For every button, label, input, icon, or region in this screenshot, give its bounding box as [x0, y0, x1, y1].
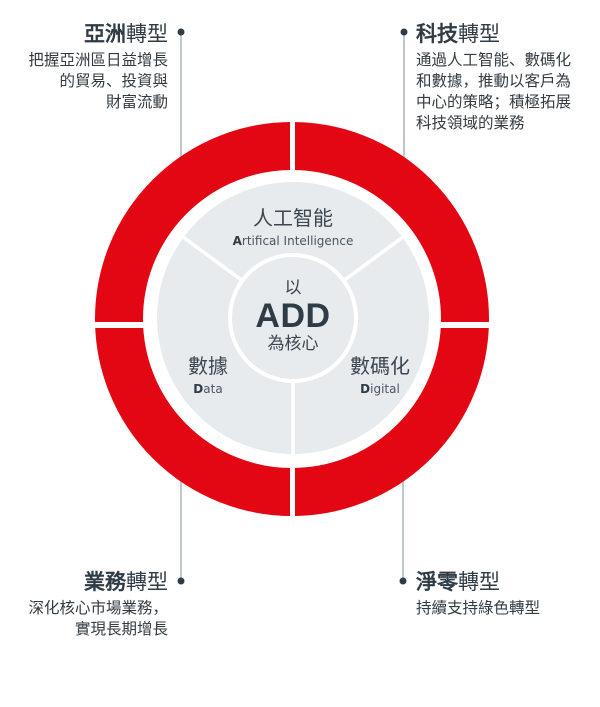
core-circle	[228, 253, 358, 383]
connector-dots	[177, 28, 408, 585]
dot-asia	[177, 28, 185, 36]
segment-digital-zh: 數碼化	[350, 354, 410, 378]
callout-asia: 亞洲轉型 把握亞洲區日益增長 的貿易、投資與 財富流動	[28, 21, 168, 113]
segment-data: 數據 Data	[172, 354, 244, 397]
segment-ai-en: Artifical Intelligence	[232, 234, 354, 248]
segment-data-en: Data	[193, 382, 223, 396]
callout-netzero-desc: 持續支持綠色轉型	[416, 599, 541, 617]
core-main-text: ADD	[255, 297, 331, 335]
core-bottom-text: 為核心	[267, 334, 319, 354]
segment-digital-en: Digital	[360, 382, 400, 396]
add-disk	[157, 182, 429, 456]
callout-asia-desc: 把握亞洲區日益增長 的貿易、投資與 財富流動	[28, 51, 168, 111]
callout-tech-desc: 通過人工智能、數碼化 和數據，推動以客戶為 中心的策略；積極拓展 科技領域的業務	[416, 51, 572, 132]
callout-business-desc: 深化核心市場業務， 實現長期增長	[28, 599, 168, 638]
dot-business	[177, 577, 185, 585]
segment-digital: 數碼化 Digital	[340, 354, 420, 397]
segment-data-zh: 數據	[188, 354, 228, 378]
callout-netzero: 淨零轉型 持續支持綠色轉型	[416, 569, 540, 619]
segment-ai-zh: 人工智能	[253, 206, 333, 230]
dot-netzero	[399, 577, 407, 585]
segment-ai: 人工智能 Artifical Intelligence	[213, 206, 373, 249]
callout-tech: 科技轉型 通過人工智能、數碼化 和數據，推動以客戶為 中心的策略；積極拓展 科技…	[416, 21, 571, 134]
callout-netzero-title: 淨零轉型	[416, 570, 500, 594]
callout-tech-title: 科技轉型	[416, 22, 500, 46]
callout-asia-title: 亞洲轉型	[84, 22, 168, 46]
core-label: 以 ADD 為核心	[233, 278, 353, 354]
callout-business: 業務轉型 深化核心市場業務， 實現長期增長	[28, 569, 168, 640]
core-top-text: 以	[284, 278, 302, 298]
dot-tech	[400, 28, 408, 36]
callout-business-title: 業務轉型	[84, 570, 168, 594]
